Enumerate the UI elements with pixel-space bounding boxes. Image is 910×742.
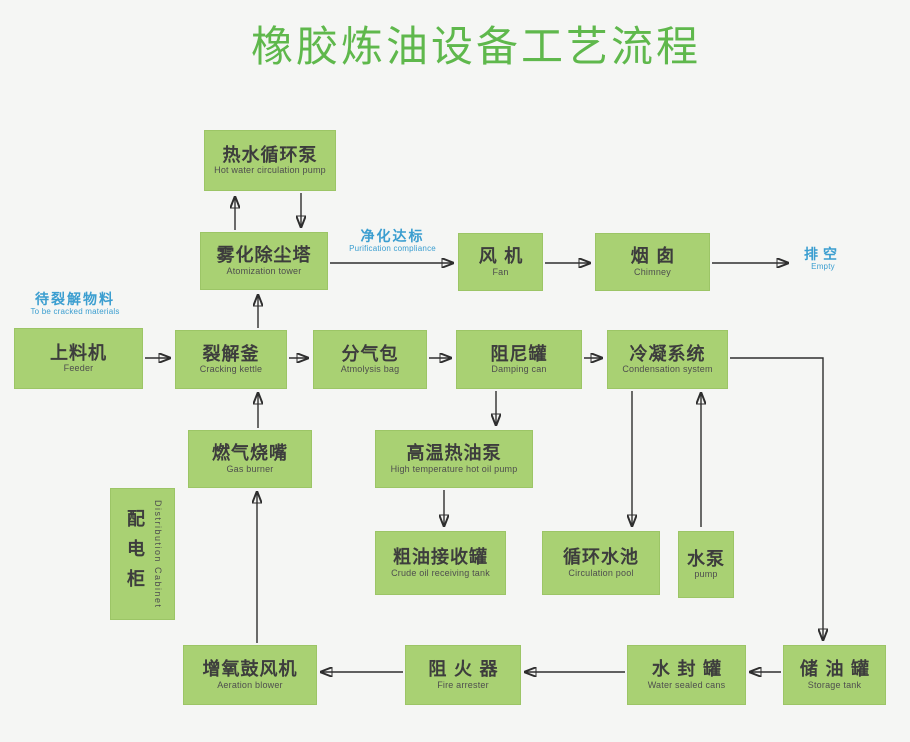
flow-label-zh: 净化达标 xyxy=(360,228,425,244)
flow-label-en: To be cracked materials xyxy=(30,307,120,317)
node-label-zh: 燃气烧嘴 xyxy=(212,443,288,464)
node-fan: 风机 Fan xyxy=(458,233,543,291)
node-label-en: Storage tank xyxy=(807,679,862,690)
node-water-pump: 水泵 pump xyxy=(678,531,734,598)
node-label-en: Chimney xyxy=(634,266,671,277)
node-circulation-pool: 循环水池 Circulation pool xyxy=(542,531,660,595)
label-empty-outlet: 排空 Empty xyxy=(791,246,855,271)
node-label-zh: 储油罐 xyxy=(799,659,877,680)
label-to-be-cracked-materials: 待裂解物料 To be cracked materials xyxy=(20,291,130,316)
node-distribution-cabinet: 配电柜 Distribution Cabinet xyxy=(110,488,175,620)
node-label-zh: 烟囱 xyxy=(630,246,682,267)
node-atomization-tower: 雾化除尘塔 Atomization tower xyxy=(200,232,328,290)
node-label-en: Circulation pool xyxy=(568,567,634,578)
node-hot-oil-pump: 高温热油泵 High temperature hot oil pump xyxy=(375,430,533,488)
node-label-zh: 裂解釜 xyxy=(202,343,260,364)
node-storage-tank: 储油罐 Storage tank xyxy=(783,645,886,705)
node-label-en: Atomization tower xyxy=(226,265,302,276)
flow-label-zh: 排空 xyxy=(804,246,842,262)
node-label-zh: 水泵 xyxy=(687,548,725,569)
node-label-zh: 高温热油泵 xyxy=(406,443,502,464)
arrow-condensation-to-storage xyxy=(730,357,823,640)
node-label-en: Cracking kettle xyxy=(199,364,263,375)
node-label-zh: 水封罐 xyxy=(651,659,729,680)
node-gas-burner: 燃气烧嘴 Gas burner xyxy=(188,430,312,488)
node-fire-arrester: 阻火器 Fire arrester xyxy=(405,645,521,705)
node-atmolysis-bag: 分气包 Atmolysis bag xyxy=(313,330,427,389)
node-crude-oil-tank: 粗油接收罐 Crude oil receiving tank xyxy=(375,531,506,595)
node-aeration-blower: 增氧鼓风机 Aeration blower xyxy=(183,645,317,705)
node-cracking-kettle: 裂解釜 Cracking kettle xyxy=(175,330,287,389)
node-label-en: Condensation system xyxy=(622,364,713,375)
node-label-zh: 粗油接收罐 xyxy=(393,547,488,568)
node-damping-can: 阻尼罐 Damping can xyxy=(456,330,582,389)
node-label-zh: 上料机 xyxy=(50,342,107,363)
node-label-zh: 配电柜 xyxy=(125,509,145,599)
node-label-zh: 增氧鼓风机 xyxy=(202,659,298,680)
node-label-zh: 风机 xyxy=(478,246,530,267)
node-label-en: Atmolysis bag xyxy=(340,364,400,375)
node-label-zh: 热水循环泵 xyxy=(222,144,318,165)
node-label-en: Fire arrester xyxy=(437,679,489,690)
node-label-en: High temperature hot oil pump xyxy=(390,463,518,474)
flow-label-zh: 待裂解物料 xyxy=(35,291,115,307)
label-purification-compliance: 净化达标 Purification compliance xyxy=(335,228,450,253)
node-label-zh: 冷凝系统 xyxy=(629,343,706,364)
flow-label-en: Purification compliance xyxy=(349,244,436,254)
node-label-en: Gas burner xyxy=(226,463,274,474)
node-condensation-system: 冷凝系统 Condensation system xyxy=(607,330,728,389)
node-label-zh: 分气包 xyxy=(341,343,399,364)
node-label-en: pump xyxy=(694,569,718,580)
node-label-en: Distribution Cabinet xyxy=(153,499,163,609)
node-label-en: Damping can xyxy=(491,364,547,375)
node-chimney: 烟囱 Chimney xyxy=(595,233,710,291)
node-label-en: Crude oil receiving tank xyxy=(391,567,490,578)
node-water-sealed-cans: 水封罐 Water sealed cans xyxy=(627,645,746,705)
node-label-en: Hot water circulation pump xyxy=(214,165,326,176)
node-label-en: Feeder xyxy=(63,363,94,374)
node-label-zh: 雾化除尘塔 xyxy=(216,245,312,266)
page-title: 橡胶炼油设备工艺流程 xyxy=(250,23,702,70)
node-label-en: Fan xyxy=(492,266,509,277)
node-hot-water-pump: 热水循环泵 Hot water circulation pump xyxy=(204,130,336,191)
flow-label-en: Empty xyxy=(811,262,835,272)
node-feeder: 上料机 Feeder xyxy=(14,328,143,389)
node-label-en: Water sealed cans xyxy=(647,679,726,690)
node-label-zh: 循环水池 xyxy=(563,547,639,568)
node-label-zh: 阻火器 xyxy=(428,659,506,680)
node-label-zh: 阻尼罐 xyxy=(490,343,548,364)
node-label-en: Aeration blower xyxy=(217,679,283,690)
